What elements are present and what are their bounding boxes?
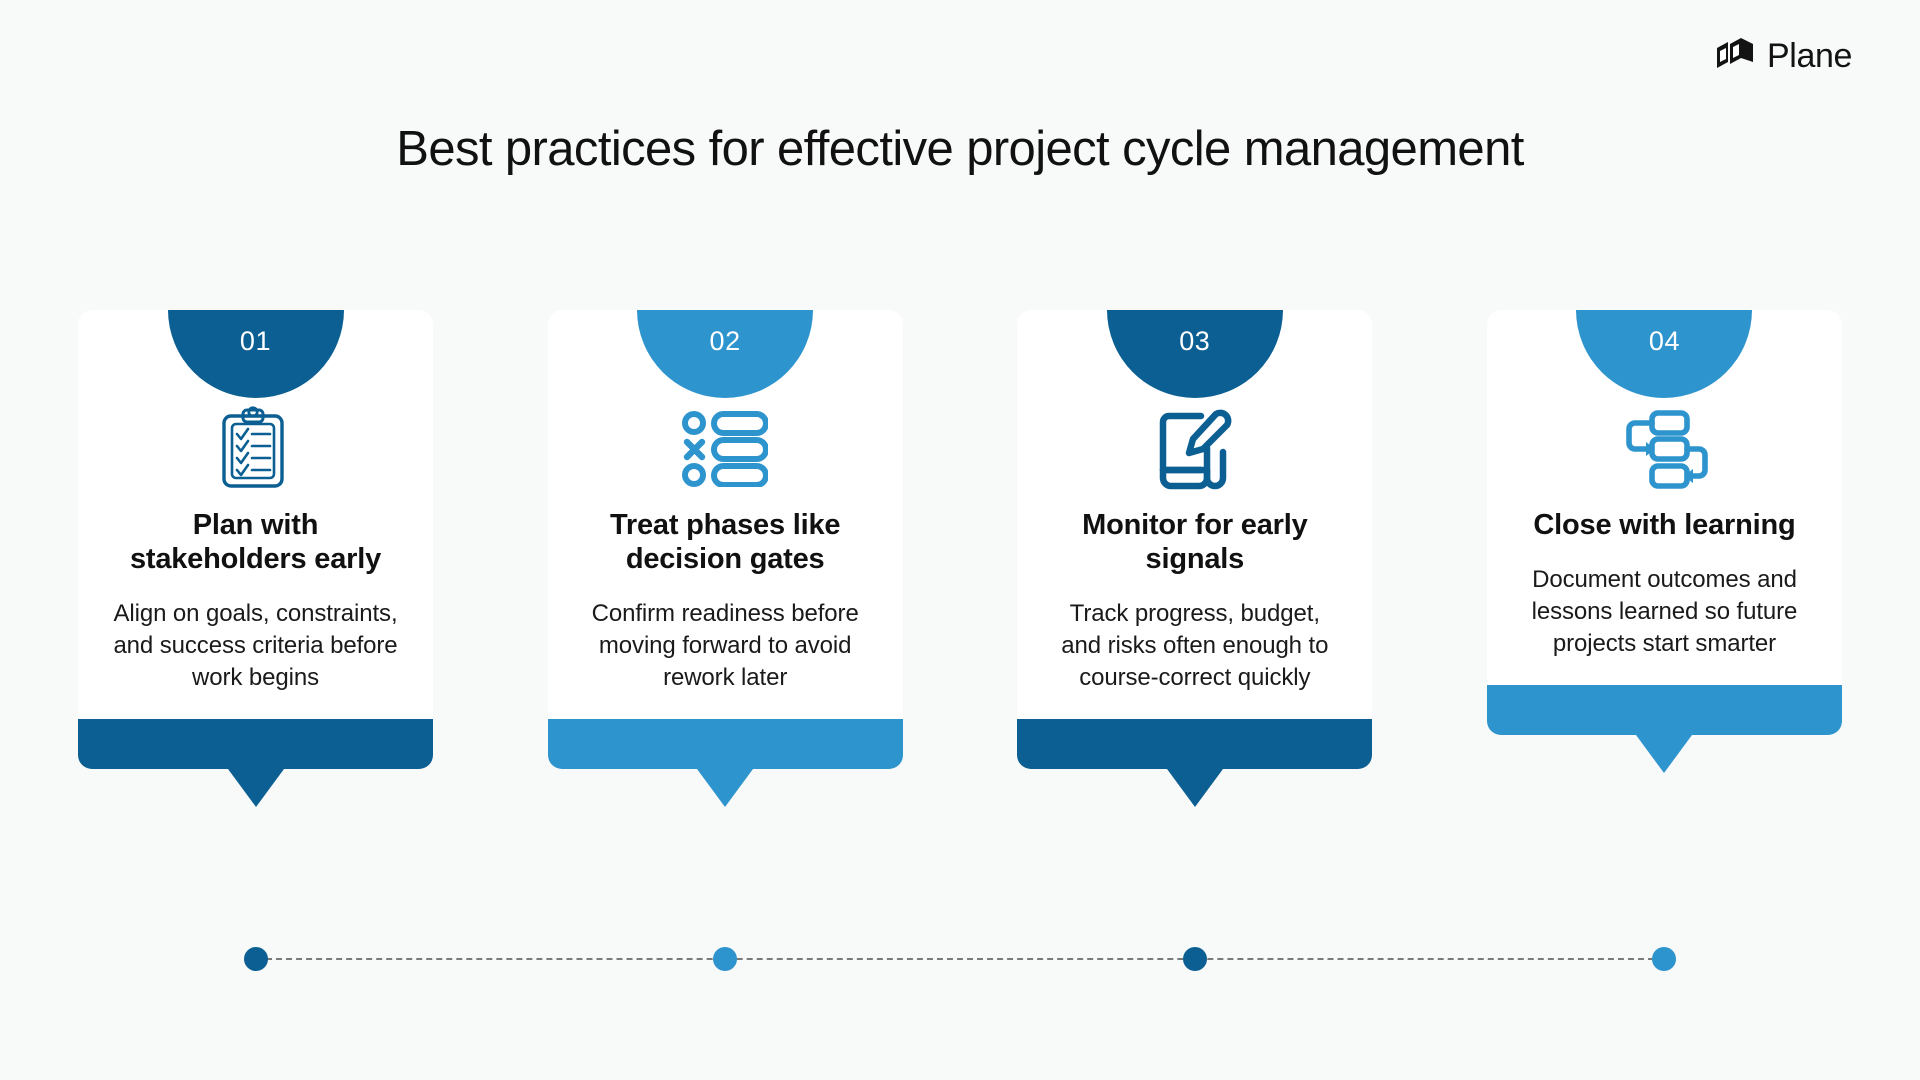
card-3-number: 03	[1179, 326, 1211, 356]
page-title: Best practices for effective project cyc…	[396, 122, 1524, 176]
card-2-number-badge: 02	[637, 310, 814, 398]
card-1-footer-bar	[78, 717, 433, 770]
card-1-number: 01	[239, 326, 272, 356]
card-4-title: Close with learning	[1533, 509, 1796, 541]
card-2-body: 02 Treat phases like decision gates Conf…	[547, 310, 903, 720]
brand-name: Plane	[1767, 36, 1852, 75]
card-1-body: 01 Plan with stakeholde	[78, 310, 433, 720]
card-3-footer	[1017, 717, 1373, 808]
card-1-footer	[78, 717, 433, 808]
card-3-footer-bar	[1017, 717, 1373, 770]
card-1-number-badge: 01	[167, 310, 344, 398]
card-3-pointer	[1166, 769, 1223, 808]
card-1-title: Plan with stakeholders early	[129, 509, 382, 576]
document-pencil-icon	[1153, 406, 1237, 492]
card-4-text: Document outcomes and lessons learned so…	[1531, 566, 1798, 657]
step-2-dot	[713, 947, 737, 971]
decision-gates-list-icon	[682, 406, 769, 492]
card-4-number-badge: 04	[1576, 310, 1753, 398]
step-1-dot	[244, 947, 268, 971]
timeline-dashed-line	[256, 958, 1664, 960]
card-3-title: Monitor for early signals	[1082, 509, 1308, 576]
card-3-number-badge: 03	[1106, 310, 1283, 398]
card-2-footer-bar	[547, 717, 903, 770]
step-4-dot	[1652, 947, 1676, 971]
step-3-dot	[1183, 947, 1207, 971]
card-4-number: 04	[1648, 326, 1681, 356]
brand-logo: Plane	[1715, 38, 1852, 73]
card-2-number: 02	[709, 326, 741, 356]
timeline	[78, 944, 1842, 974]
cards-row: 01 Plan with stakeholde	[78, 310, 1842, 808]
plane-logo-mark-icon	[1715, 38, 1755, 73]
card-3-body: 03 Monitor for early signals Track progr…	[1017, 310, 1373, 720]
card-4-pointer	[1636, 735, 1693, 774]
card-2-footer	[547, 717, 903, 808]
card-2-pointer	[697, 769, 754, 808]
clipboard-checklist-icon	[216, 406, 296, 492]
card-4-body: 04 Close with learning Document outcomes…	[1486, 310, 1842, 686]
card-3: 03 Monitor for early signals Track progr…	[1017, 310, 1373, 808]
card-4: 04 Close with learning Document outcomes…	[1486, 310, 1842, 774]
card-2-title: Treat phases like decision gates	[609, 509, 841, 576]
card-4-footer	[1486, 683, 1842, 774]
card-4-footer-bar	[1486, 683, 1842, 736]
card-1-text: Align on goals, constraints, and success…	[113, 600, 398, 691]
card-2: 02 Treat phases like decision gates Conf…	[547, 310, 903, 808]
card-1: 01 Plan with stakeholde	[78, 310, 433, 808]
workflow-flowchart-icon	[1619, 406, 1709, 492]
card-2-text: Confirm readiness before moving forward …	[591, 600, 859, 691]
card-1-pointer	[227, 769, 284, 808]
card-3-text: Track progress, budget, and risks often …	[1061, 600, 1329, 691]
